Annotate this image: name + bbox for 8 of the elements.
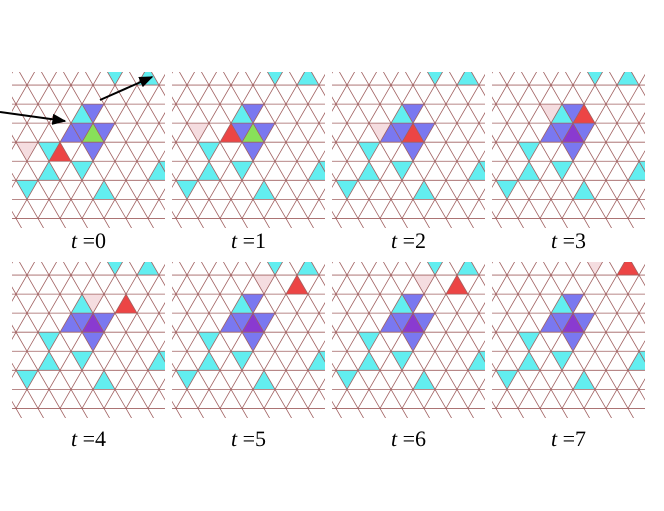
time-caption: t =2: [390, 228, 428, 254]
time-caption: t =3: [550, 228, 588, 254]
time-caption: t =6: [390, 426, 428, 452]
time-caption: t =7: [550, 426, 588, 452]
time-caption: t =0: [70, 228, 108, 254]
time-caption: t =5: [230, 426, 268, 452]
time-caption: t =1: [230, 228, 268, 254]
time-caption: t =4: [70, 426, 108, 452]
